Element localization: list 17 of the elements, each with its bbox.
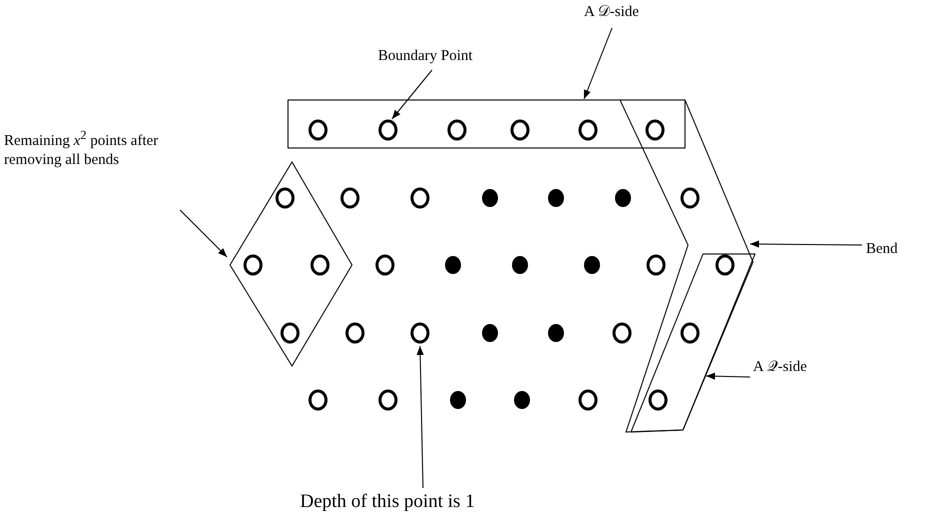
- side-rectangle: [288, 100, 686, 148]
- callout-label: A 𝒟-side: [584, 3, 674, 22]
- leader-line: [180, 210, 228, 258]
- callout-label: Boundary Point: [378, 47, 518, 66]
- callout-label: Bend: [866, 240, 916, 259]
- callout-label: Depth of this point is 1: [300, 490, 560, 513]
- callout-label: A 𝒬-side: [753, 358, 833, 377]
- leader-line: [584, 28, 612, 100]
- point-marker: [410, 322, 430, 344]
- leader-line: [750, 240, 862, 248]
- leader-line: [416, 346, 424, 488]
- leader-line: [392, 70, 432, 120]
- band-outline: [619, 100, 754, 433]
- callout-label: Remaining x$^{2}$ points after removing all bends: [4, 126, 182, 170]
- diamond-outline: [229, 161, 353, 367]
- leader-line: [706, 372, 750, 380]
- point-marker: [378, 120, 398, 140]
